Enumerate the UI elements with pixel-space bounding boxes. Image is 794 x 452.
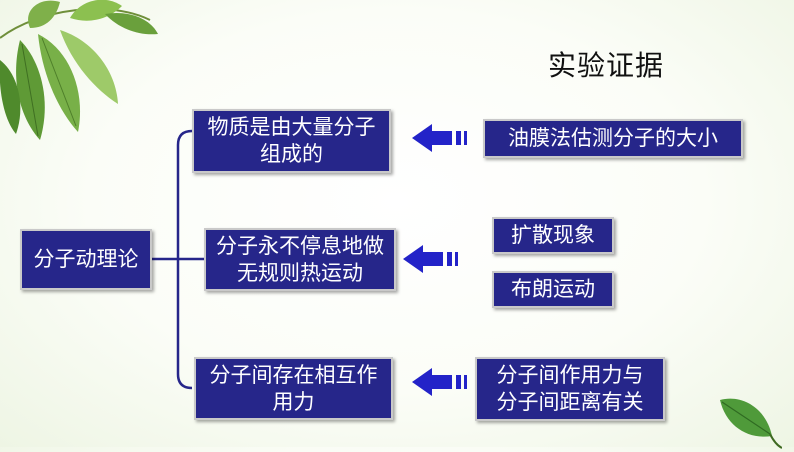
arrow-to-branch-1 xyxy=(412,124,467,152)
evidence-node-4: 分子间作用力与 分子间距离有关 xyxy=(475,357,665,421)
evidence-node-2: 扩散现象 xyxy=(492,217,614,254)
tree-connector xyxy=(152,129,204,390)
branch-node-2: 分子永不停息地做 无规则热运动 xyxy=(204,228,396,291)
evidence-node-3: 布朗运动 xyxy=(492,271,614,308)
evidence-node-1: 油膜法估测分子的大小 xyxy=(483,119,743,158)
evidence-heading: 实验证据 xyxy=(548,49,665,82)
branch-node-3-label: 分子间存在相互作 用力 xyxy=(209,362,378,414)
leaf-decoration-top-left-icon xyxy=(0,0,158,140)
branch-node-2-label: 分子永不停息地做 无规则热运动 xyxy=(216,233,384,285)
branch-node-1-label: 物质是由大量分子 组成的 xyxy=(207,115,376,166)
arrow-to-branch-2 xyxy=(403,245,458,273)
root-node: 分子动理论 xyxy=(20,229,152,290)
branch-node-1: 物质是由大量分子 组成的 xyxy=(192,109,391,173)
evidence-node-1-label: 油膜法估测分子的大小 xyxy=(508,126,718,150)
branch-node-3: 分子间存在相互作 用力 xyxy=(194,357,393,420)
root-node-label: 分子动理论 xyxy=(33,247,139,271)
arrow-to-branch-3 xyxy=(412,368,467,396)
evidence-node-3-label: 布朗运动 xyxy=(511,277,595,301)
evidence-node-2-label: 扩散现象 xyxy=(511,223,595,247)
evidence-node-4-label: 分子间作用力与 分子间距离有关 xyxy=(496,363,644,414)
